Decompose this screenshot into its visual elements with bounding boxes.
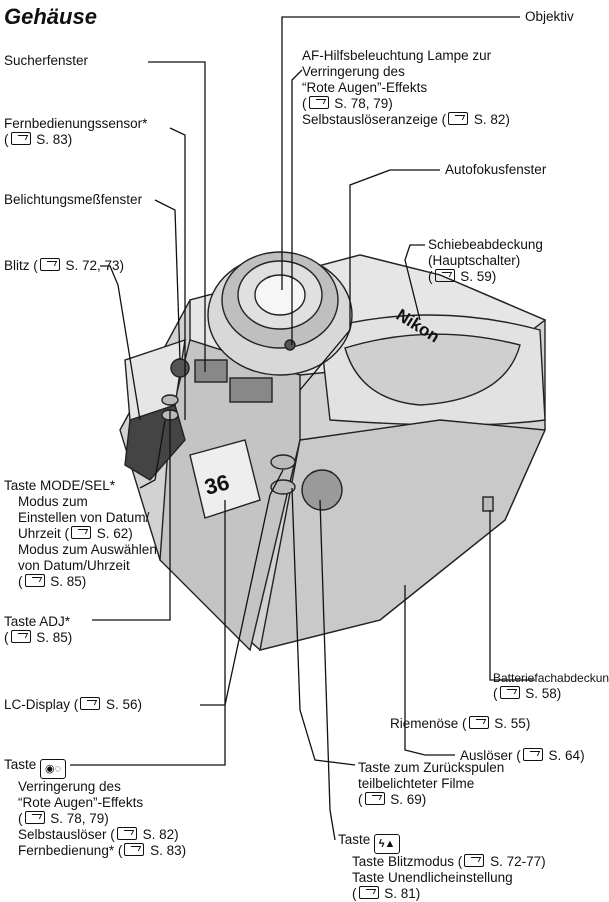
unendlich-ref: S. 81) <box>384 886 421 901</box>
page-ref-icon <box>80 697 101 710</box>
selbst2: Selbstauslöser ( <box>18 827 115 842</box>
rote-line2: “Rote Augen”-Effekts <box>18 795 144 810</box>
label-taste-blitzmodus: Taste ϟ▲ Taste Blitzmodus ( S. 72-77) Ta… <box>338 832 546 901</box>
mode-line4: Uhrzeit ( <box>18 526 70 541</box>
label-ausloeser: Auslöser ( S. 64) <box>460 748 585 764</box>
mode-ref2: S. 85) <box>50 574 87 589</box>
mode-line6: von Datum/Uhrzeit <box>18 558 130 573</box>
rote-ref: S. 78, 79) <box>50 811 109 826</box>
fernbedienungssensor: Fernbedienungssensor* <box>4 116 148 131</box>
label-sucherfenster: Sucherfenster <box>4 53 89 68</box>
blitzmodus: Taste Blitzmodus ( <box>352 854 463 869</box>
label-af-hilfsbeleuchtung: AF-Hilfsbeleuchtung Lampe zur Verringeru… <box>302 48 510 127</box>
page-ref-icon <box>116 827 137 840</box>
page-ref-icon <box>39 258 60 271</box>
page-title: Gehäuse <box>4 4 97 29</box>
selbst2-ref: S. 82) <box>142 827 179 842</box>
red-eye-self-timer-icon: ◉◌ <box>40 759 67 779</box>
page-ref-icon <box>464 854 485 867</box>
schiebe-line1: Schiebeabdeckung <box>428 237 543 252</box>
batterie: Batteriefachabdeckung <box>493 671 609 685</box>
flash-mode-icon: ϟ▲ <box>374 834 401 854</box>
blitzmodus-ref: S. 72-77) <box>490 854 546 869</box>
page-ref-icon <box>10 132 31 145</box>
label-fernbedienungssensor: Fernbedienungssensor* ( S. 83) <box>4 116 148 147</box>
fern2-ref: S. 83) <box>150 843 187 858</box>
page-ref-icon <box>522 748 543 761</box>
page-ref-icon <box>24 574 45 587</box>
label-autofokusfenster: Autofokusfenster <box>445 162 547 177</box>
zurueck-ref: S. 69) <box>390 792 427 807</box>
blitz-ref: S. 72, 73) <box>65 258 125 273</box>
zurueck-line2: teilbelichteter Filme <box>358 776 475 791</box>
zurueck-line1: Taste zum Zurückspulen <box>358 760 505 775</box>
lcd-ref: S. 56) <box>106 697 143 712</box>
label-taste-mode-sel: Taste MODE/SEL* Modus zum Einstellen von… <box>4 478 157 589</box>
mode-line1: Taste MODE/SEL* <box>4 478 116 493</box>
label-riemenoese: Riemenöse ( S. 55) <box>390 716 530 732</box>
selbstausloeser-ref: S. 82) <box>473 112 510 127</box>
page-ref-icon <box>364 792 385 805</box>
label-taste-adj: Taste ADJ* ( S. 85) <box>4 614 73 645</box>
mode-line3: Einstellen von Datum/ <box>18 510 150 525</box>
riemenoese-ref: S. 55) <box>494 716 531 731</box>
taste2: Taste <box>338 832 371 847</box>
af-line1: AF-Hilfsbeleuchtung Lampe zur <box>302 48 492 63</box>
page-ref-icon <box>434 269 455 282</box>
page-ref-icon <box>24 811 45 824</box>
page-ref-icon <box>358 886 379 899</box>
adj-ref: S. 85) <box>36 630 73 645</box>
label-objektiv: Objektiv <box>525 9 574 24</box>
riemenoese: Riemenöse ( <box>390 716 467 731</box>
mode-line2: Modus zum <box>18 494 88 509</box>
page-ref-icon <box>308 96 329 109</box>
ausloeser-ref: S. 64) <box>548 748 585 763</box>
fern2: Fernbedienung* ( <box>18 843 123 858</box>
page-ref-icon <box>499 686 520 699</box>
camera-body <box>119 251 547 652</box>
taste: Taste <box>4 757 37 772</box>
mode-line5: Modus zum Auswählen <box>18 542 157 557</box>
af-line3: “Rote Augen”-Effekts <box>302 80 428 95</box>
label-belichtung: Belichtungsmeßfenster <box>4 192 143 207</box>
blitz: Blitz ( <box>4 258 38 273</box>
af-ref: S. 78, 79) <box>334 96 393 111</box>
selbstausloeseranzeige: Selbstauslöseranzeige ( <box>302 112 447 127</box>
unendlich: Taste Unendlicheinstellung <box>352 870 513 885</box>
page-ref-icon <box>71 526 92 539</box>
label-schiebeabdeckung: Schiebeabdeckung (Hauptschalter) ( S. 59… <box>428 237 543 284</box>
label-zurueckspulen: Taste zum Zurückspulen teilbelichteter F… <box>358 760 505 807</box>
schiebe-ref: S. 59) <box>460 269 497 284</box>
page-ref-icon <box>448 112 469 125</box>
label-batteriefachabdeckung: Batteriefachabdeckung ( S. 58) <box>493 670 609 702</box>
fernbedienungssensor-ref: S. 83) <box>36 132 73 147</box>
page-ref-icon <box>468 716 489 729</box>
schiebe-line2: (Hauptschalter) <box>428 253 521 268</box>
label-lc-display: LC-Display ( S. 56) <box>4 697 142 713</box>
page-ref-icon <box>10 630 31 643</box>
label-blitz: Blitz ( S. 72, 73) <box>4 258 124 274</box>
ausloeser: Auslöser ( <box>460 748 521 763</box>
adj: Taste ADJ* <box>4 614 71 629</box>
page-ref-icon <box>124 843 145 856</box>
label-taste-selbstausloeser: Taste ◉◌ Verringerung des “Rote Augen”-E… <box>4 757 187 858</box>
rote-line1: Verringerung des <box>18 779 121 794</box>
mode-ref1: S. 62) <box>96 526 133 541</box>
leader-lines <box>70 16 535 841</box>
af-line2: Verringerung des <box>302 64 405 79</box>
lcd: LC-Display ( <box>4 697 79 712</box>
batterie-ref: S. 58) <box>525 686 562 701</box>
